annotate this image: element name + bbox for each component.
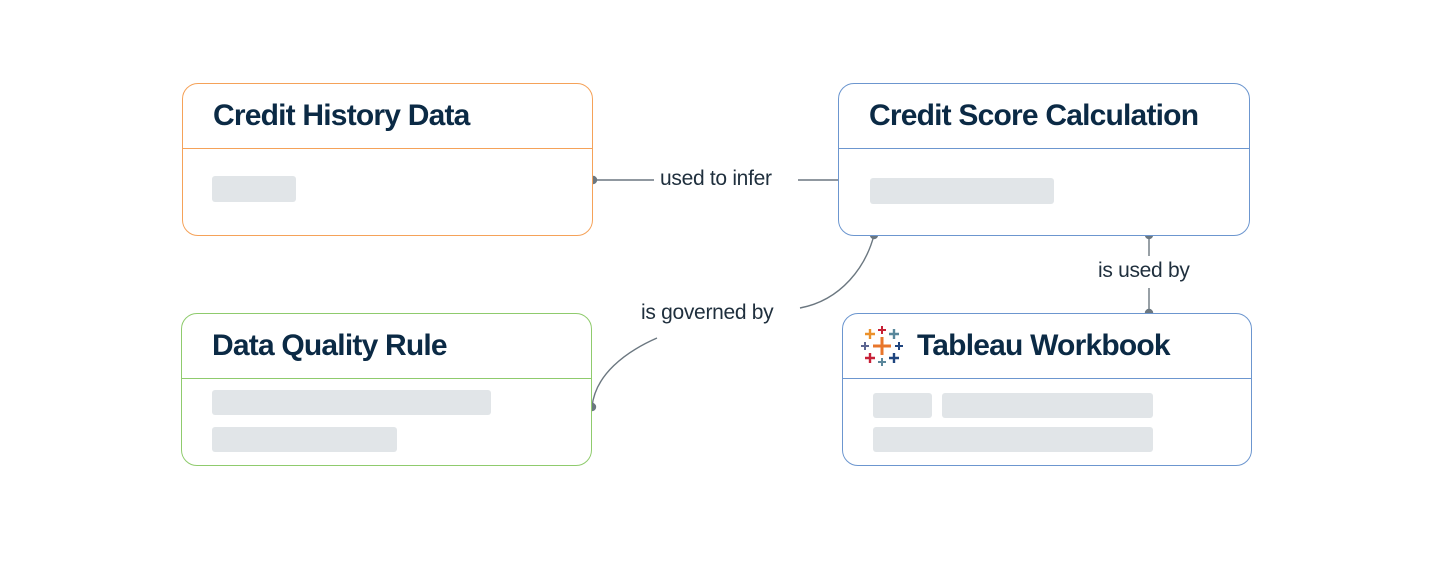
edge-label-is-used-by: is used by bbox=[1098, 259, 1190, 283]
node-title: Tableau Workbook bbox=[917, 329, 1171, 362]
tableau-logo-icon bbox=[861, 326, 903, 366]
card-divider bbox=[839, 148, 1249, 149]
node-tableau-workbook[interactable]: Tableau Workbook bbox=[842, 313, 1252, 466]
connector-is-governed-by-lower bbox=[591, 337, 658, 408]
edge-label-is-governed-by: is governed by bbox=[641, 301, 774, 325]
connector-is-governed-by-upper bbox=[799, 234, 875, 309]
placeholder-bar bbox=[870, 178, 1054, 204]
card-header: Credit History Data bbox=[183, 84, 592, 148]
card-divider bbox=[183, 148, 592, 149]
node-title: Credit Score Calculation bbox=[869, 99, 1199, 132]
node-title: Credit History Data bbox=[213, 99, 470, 132]
card-header: Data Quality Rule bbox=[182, 314, 591, 378]
placeholder-bar bbox=[873, 393, 932, 418]
placeholder-bar bbox=[212, 176, 296, 202]
node-credit-score-calculation[interactable]: Credit Score Calculation bbox=[838, 83, 1250, 236]
node-data-quality-rule[interactable]: Data Quality Rule bbox=[181, 313, 592, 466]
card-divider bbox=[182, 378, 591, 379]
placeholder-bar bbox=[873, 427, 1153, 452]
node-title: Data Quality Rule bbox=[212, 329, 448, 362]
card-header: Tableau Workbook bbox=[843, 314, 1251, 378]
placeholder-bar bbox=[212, 427, 397, 452]
placeholder-bar bbox=[942, 393, 1153, 418]
edge-label-used-to-infer: used to infer bbox=[660, 167, 772, 191]
card-header: Credit Score Calculation bbox=[839, 84, 1249, 148]
card-divider bbox=[843, 378, 1251, 379]
placeholder-bar bbox=[212, 390, 491, 415]
node-credit-history-data[interactable]: Credit History Data bbox=[182, 83, 593, 236]
